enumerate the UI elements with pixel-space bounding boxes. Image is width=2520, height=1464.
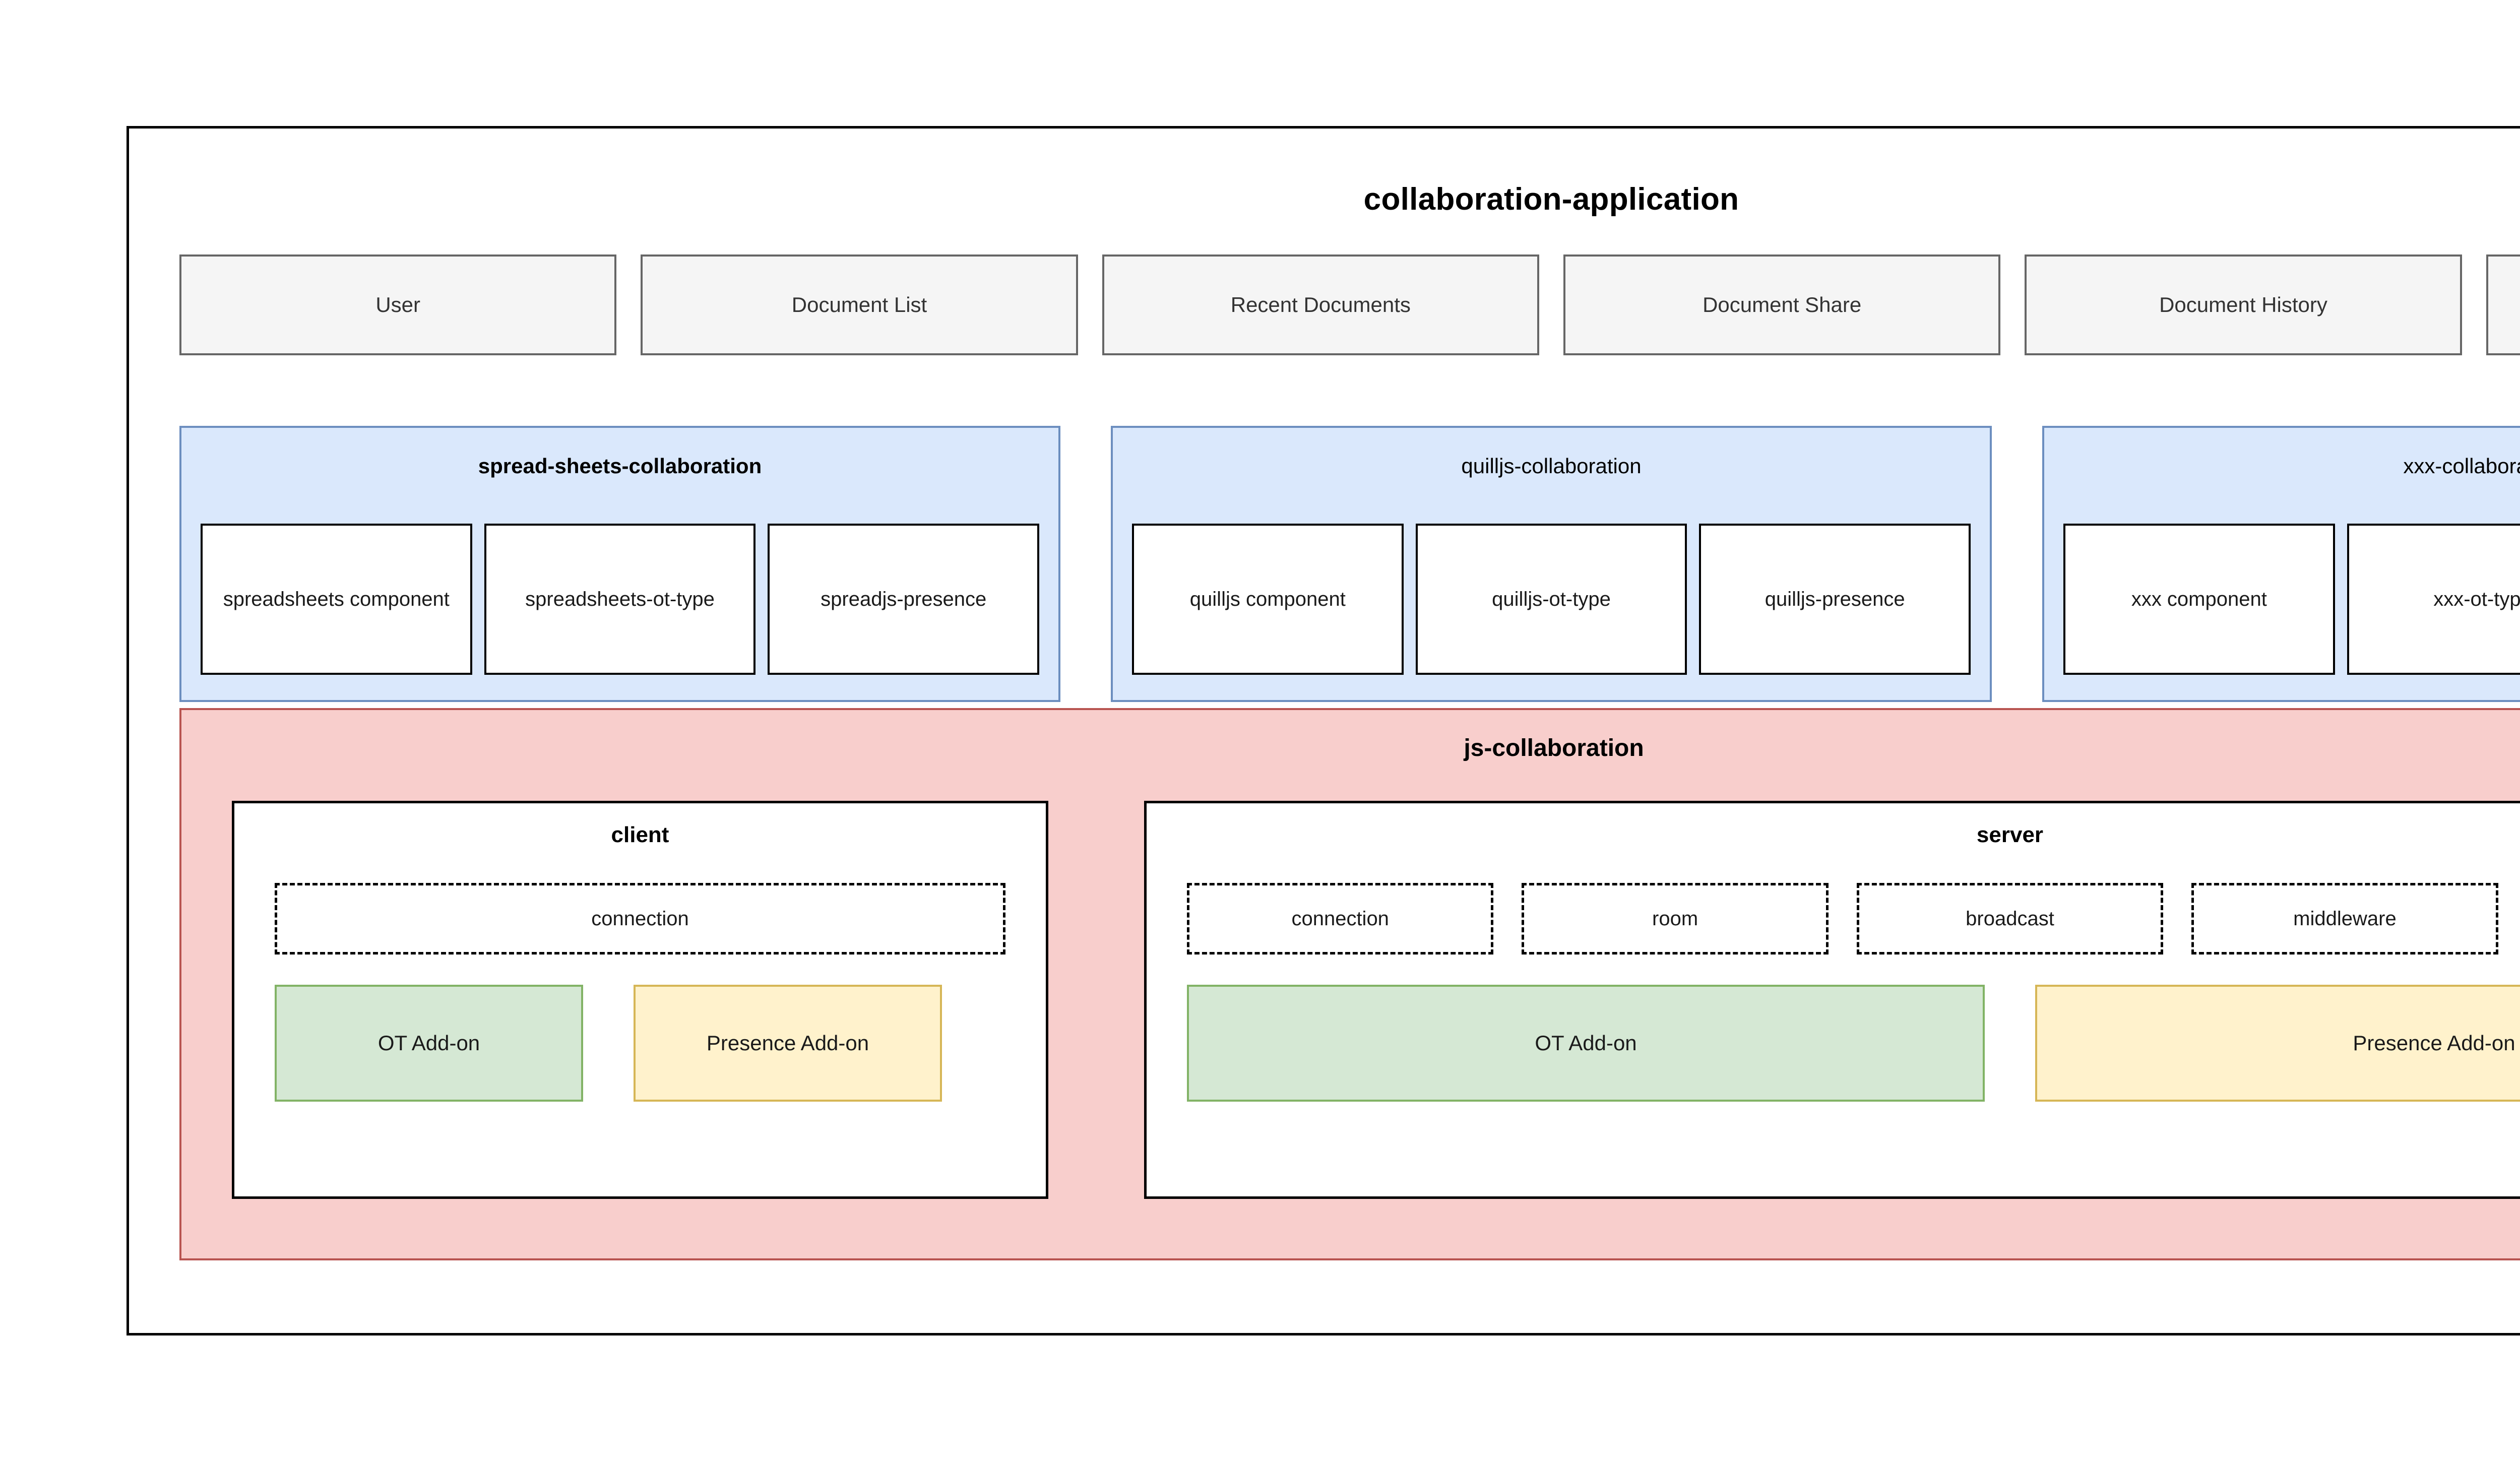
package-box-quilljs-presence[interactable]: quilljs-presence xyxy=(1699,524,1971,675)
package-box-spreadsheets-ot-type[interactable]: spreadsheets-ot-type xyxy=(484,524,756,675)
client-panel-title: client xyxy=(611,822,669,847)
collaboration-application-frame: collaboration-application User Document … xyxy=(127,126,2520,1335)
feature-box-label: Document List xyxy=(791,293,927,316)
client-addon-row: OT Add-on Presence Add-on xyxy=(275,985,1005,1102)
feature-box-recent-documents[interactable]: Recent Documents xyxy=(1102,254,1539,355)
package-box-spreadjs-presence[interactable]: spreadjs-presence xyxy=(768,524,1040,675)
collaboration-children: xxx component xxx-ot-type xxx-presence xyxy=(2063,524,2520,675)
addon-box-ot[interactable]: OT Add-on xyxy=(275,985,583,1102)
collaboration-panel-quilljs: quilljs-collaboration quilljs component … xyxy=(1111,426,1992,702)
feature-box-label: Document History xyxy=(2159,293,2327,316)
feature-box-document-list[interactable]: Document List xyxy=(641,254,1078,355)
collaboration-panel-title: xxx-collaboration xyxy=(2403,454,2520,478)
feature-box-label: User xyxy=(375,293,420,316)
page-title: collaboration-application xyxy=(1363,182,1739,217)
feature-box-row: User Document List Recent Documents Docu… xyxy=(179,254,2520,355)
client-module-row: connection xyxy=(275,883,1005,954)
package-box-quilljs-component[interactable]: quilljs component xyxy=(1132,524,1404,675)
collaboration-panel-title: quilljs-collaboration xyxy=(1461,454,1642,478)
server-panel: server connection room broadcast middlew… xyxy=(1144,801,2520,1199)
module-box-middleware[interactable]: middleware xyxy=(2191,883,2498,954)
js-collaboration-title: js-collaboration xyxy=(1464,735,1644,761)
server-panel-title: server xyxy=(1976,822,2044,847)
feature-box-user[interactable]: User xyxy=(179,254,617,355)
server-addon-row: OT Add-on Presence Add-on xyxy=(1187,985,2520,1102)
package-box-spreadsheets-component[interactable]: spreadsheets component xyxy=(201,524,472,675)
client-panel: client connection OT Add-on Presence Add… xyxy=(232,801,1048,1199)
collaboration-children: quilljs component quilljs-ot-type quillj… xyxy=(1132,524,1971,675)
feature-box-xxx[interactable]: xxx xyxy=(2486,254,2520,355)
feature-box-document-history[interactable]: Document History xyxy=(2025,254,2462,355)
package-box-xxx-ot-type[interactable]: xxx-ot-type xyxy=(2347,524,2520,675)
server-module-row: connection room broadcast middleware hoo… xyxy=(1187,883,2520,954)
package-box-xxx-component[interactable]: xxx component xyxy=(2063,524,2335,675)
collaboration-children: spreadsheets component spreadsheets-ot-t… xyxy=(201,524,1040,675)
module-box-connection[interactable]: connection xyxy=(275,883,1005,954)
addon-box-presence[interactable]: Presence Add-on xyxy=(2035,985,2520,1102)
collaboration-panel-title: spread-sheets-collaboration xyxy=(478,454,762,478)
js-collaboration-panel: js-collaboration client connection OT Ad… xyxy=(179,708,2520,1260)
collaboration-package-row: spread-sheets-collaboration spreadsheets… xyxy=(179,426,2520,702)
addon-box-ot[interactable]: OT Add-on xyxy=(1187,985,1985,1102)
collaboration-panel-spread-sheets: spread-sheets-collaboration spreadsheets… xyxy=(179,426,1060,702)
package-box-quilljs-ot-type[interactable]: quilljs-ot-type xyxy=(1415,524,1687,675)
module-box-room[interactable]: room xyxy=(1522,883,1829,954)
js-collaboration-inner: client connection OT Add-on Presence Add… xyxy=(232,801,2520,1199)
addon-box-presence[interactable]: Presence Add-on xyxy=(634,985,942,1102)
feature-box-label: Document Share xyxy=(1703,293,1862,316)
module-box-broadcast[interactable]: broadcast xyxy=(1856,883,2164,954)
feature-box-document-share[interactable]: Document Share xyxy=(1563,254,2001,355)
feature-box-label: Recent Documents xyxy=(1230,293,1411,316)
module-box-connection[interactable]: connection xyxy=(1187,883,1494,954)
collaboration-panel-xxx: xxx-collaboration xxx component xxx-ot-t… xyxy=(2042,426,2520,702)
